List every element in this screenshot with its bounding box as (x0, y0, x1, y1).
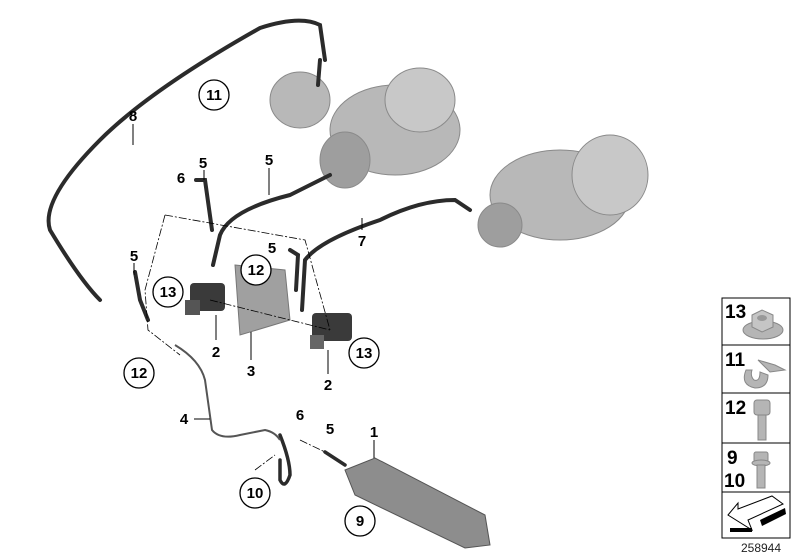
panel-label-11: 11 (725, 350, 746, 371)
callout-label: 12 (248, 262, 265, 279)
callout-4: 4 (180, 411, 189, 428)
callout-5: 5 (199, 155, 207, 172)
flange-nut-icon (742, 309, 784, 340)
callout-label: 12 (131, 365, 148, 382)
callout-circle (123, 357, 155, 389)
callout-5: 5 (130, 248, 138, 265)
callout-2: 2 (212, 344, 220, 361)
panel-label-10: 10 (724, 471, 745, 492)
callout-label: 5 (326, 421, 334, 438)
hose-clip-icon (743, 359, 787, 389)
callout-circle (348, 337, 380, 369)
callout-circle (152, 276, 184, 308)
callout-9: 9 (344, 505, 376, 537)
callout-label: 7 (358, 233, 366, 250)
callout-label: 13 (356, 345, 373, 362)
callout-3: 3 (247, 363, 255, 380)
parts-panel: 13 11 12 9 10 (721, 297, 791, 539)
callout-label: 6 (296, 407, 304, 424)
callout-label: 10 (247, 485, 264, 502)
callout-label: 6 (177, 170, 185, 187)
callout-12: 12 (123, 357, 155, 389)
metal-line (174, 344, 281, 441)
callout-label: 3 (247, 363, 255, 380)
callout-label: 2 (324, 377, 332, 394)
callout-12: 12 (240, 254, 272, 286)
direction-arrow-icon (727, 495, 786, 532)
callout-circle (240, 254, 272, 286)
leader-lines (144, 214, 331, 471)
callout-5: 5 (326, 421, 334, 438)
callout-6: 6 (177, 170, 185, 187)
callout-label: 9 (356, 513, 364, 530)
torx-bolt-icon (753, 399, 771, 441)
callout-6: 6 (296, 407, 304, 424)
callout-label: 5 (130, 248, 138, 265)
callout-label: 4 (180, 411, 189, 428)
turbocharger-lower (477, 134, 649, 248)
hoses (46, 18, 472, 486)
panel-label-9: 9 (727, 448, 738, 469)
callout-label: 1 (370, 424, 378, 441)
callout-label: 11 (206, 87, 222, 104)
pressure-converter-right (310, 313, 352, 349)
panel-label-12: 12 (725, 398, 746, 419)
callout-13: 13 (152, 276, 184, 308)
callout-label: 2 (212, 344, 220, 361)
callout-7: 7 (358, 233, 366, 250)
callout-label: 13 (160, 284, 177, 301)
callout-13: 13 (348, 337, 380, 369)
turbocharger-upper (269, 67, 461, 189)
callout-circle (198, 79, 230, 111)
callout-leaders (132, 124, 375, 458)
callout-2: 2 (324, 377, 332, 394)
reference-number: 258944 (741, 541, 781, 555)
callout-1: 1 (370, 424, 378, 441)
pressure-converter-left (185, 283, 225, 315)
callout-10: 10 (239, 477, 271, 509)
callout-label: 5 (268, 240, 276, 257)
callout-label: 5 (265, 152, 273, 169)
panel-label-13: 13 (725, 302, 746, 323)
callout-label: 8 (129, 108, 137, 125)
callout-circle (344, 505, 376, 537)
callout-5: 5 (268, 240, 276, 257)
callout-11: 11 (198, 79, 230, 111)
callout-circle (239, 477, 271, 509)
callout-8: 8 (129, 108, 137, 125)
callout-5: 5 (265, 152, 273, 169)
hex-bolt-icon (751, 451, 771, 489)
callout-label: 5 (199, 155, 207, 172)
vacuum-reservoir (344, 457, 491, 549)
